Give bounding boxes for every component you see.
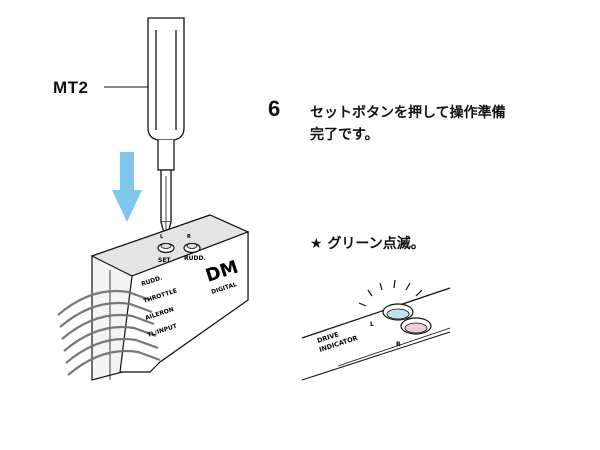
step-number: 6 [268, 96, 281, 121]
indicator-left-mark: L [370, 321, 374, 328]
step-instruction-line1: セットボタンを押して操作準備 [310, 105, 506, 121]
set-button[interactable] [157, 242, 175, 254]
indicator-right-mark: R [396, 341, 401, 348]
indicator-panel [301, 287, 451, 381]
servo-wires [57, 289, 161, 376]
set-button-label: SET [158, 257, 171, 264]
rudd-button-label: RUDD. [184, 255, 206, 262]
step-instruction: セットボタンを押して操作準備 完了です。 [310, 102, 560, 146]
blink-note: ★ グリーン点滅。 [310, 233, 425, 253]
down-arrow-icon [112, 152, 142, 222]
blink-rays-icon [358, 279, 423, 307]
led-right [400, 317, 432, 335]
receiver-illustration: L R SET RUDD. RUDD. THROTTLE AILERON TL/… [57, 17, 250, 381]
receiver-body [90, 214, 250, 381]
blink-note-text: グリーン点滅。 [327, 236, 425, 252]
step-instruction-line2: 完了です。 [310, 127, 379, 143]
screwdriver-icon [147, 17, 185, 243]
button-mark-left: L [160, 234, 164, 240]
rudd-button[interactable] [183, 242, 201, 254]
star-icon: ★ [310, 236, 323, 252]
indicator-illustration: DRIVE INDICATOR L R [301, 279, 451, 381]
tool-label: MT2 [53, 78, 89, 97]
button-mark-right: R [187, 234, 191, 240]
led-left [382, 303, 414, 321]
